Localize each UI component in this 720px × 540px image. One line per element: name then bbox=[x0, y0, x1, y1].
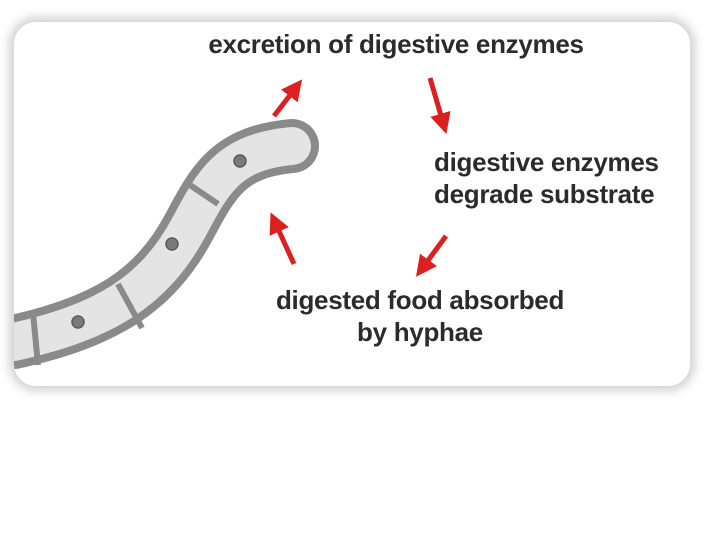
diagram-card: excretion of digestive enzymes digestive… bbox=[14, 22, 690, 386]
arrow-to-absorb bbox=[421, 236, 446, 270]
step-label-line: degrade substrate bbox=[434, 178, 674, 210]
hypha-nucleus bbox=[234, 155, 246, 167]
step-label-line: excretion of digestive enzymes bbox=[191, 28, 601, 60]
step-label-excretion: excretion of digestive enzymes bbox=[191, 28, 601, 60]
step-label-absorb: digested food absorbed by hyphae bbox=[260, 284, 580, 348]
step-label-line: digested food absorbed bbox=[260, 284, 580, 316]
step-label-line: by hyphae bbox=[260, 316, 580, 348]
hypha-nucleus bbox=[166, 238, 178, 250]
arrow-to-degrade bbox=[430, 78, 444, 126]
step-label-degrade: digestive enzymes degrade substrate bbox=[434, 146, 674, 210]
arrow-to-excretion bbox=[274, 86, 297, 116]
step-label-line: digestive enzymes bbox=[434, 146, 674, 178]
arrow-to-hypha bbox=[274, 220, 294, 264]
hypha-nucleus bbox=[72, 316, 84, 328]
